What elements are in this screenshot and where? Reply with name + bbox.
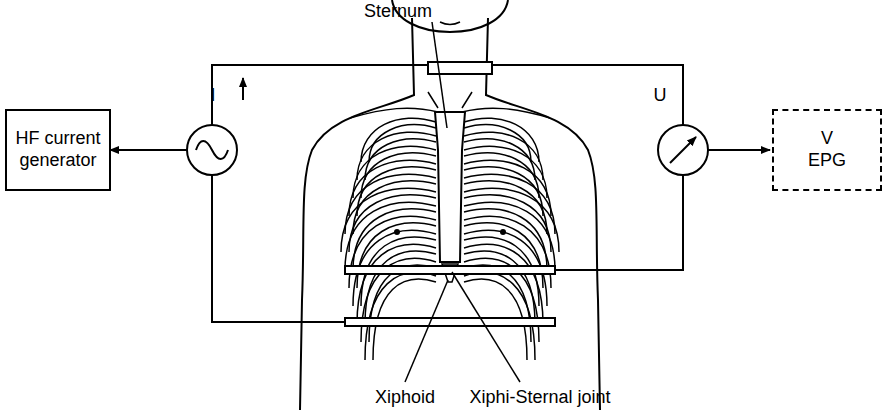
rib: [349, 216, 436, 288]
wire: [555, 175, 683, 270]
box-label: HF current generator: [10, 128, 106, 171]
part-label: Sternum: [364, 2, 432, 22]
chest-electrode: [345, 266, 555, 274]
abdomen-electrode: [345, 318, 555, 326]
current-arrow: [242, 78, 244, 100]
voltmeter-symbol: [658, 125, 708, 175]
rib: [464, 244, 543, 324]
generator-box: HF current generator: [5, 109, 111, 191]
rib: [464, 202, 555, 270]
part-label: Xiphoid: [375, 388, 435, 408]
wire: [212, 65, 428, 125]
leader-line: [452, 272, 520, 382]
wire: [492, 65, 683, 125]
rib: [464, 273, 535, 360]
current-source-symbol: [187, 125, 237, 175]
part-label: Xiphi-Sternal joint: [469, 388, 610, 408]
meter-needle: [670, 137, 696, 163]
sternum-bone: [435, 112, 465, 262]
voltage-label: U: [654, 86, 667, 106]
wire: [212, 175, 345, 322]
leader-line: [432, 22, 447, 128]
rib: [349, 160, 436, 216]
current-label: I: [210, 86, 215, 106]
rib: [345, 202, 436, 270]
rib: [464, 216, 551, 288]
rib: [464, 160, 551, 216]
rib: [365, 273, 436, 360]
sine-symbol: [196, 141, 228, 159]
signal-arrow: [708, 149, 770, 151]
meter-box: V EPG: [772, 109, 882, 191]
leader-line: [405, 280, 448, 382]
box-label: V EPG: [802, 128, 852, 171]
rib: [357, 244, 436, 324]
signal-arrow: [110, 149, 187, 151]
